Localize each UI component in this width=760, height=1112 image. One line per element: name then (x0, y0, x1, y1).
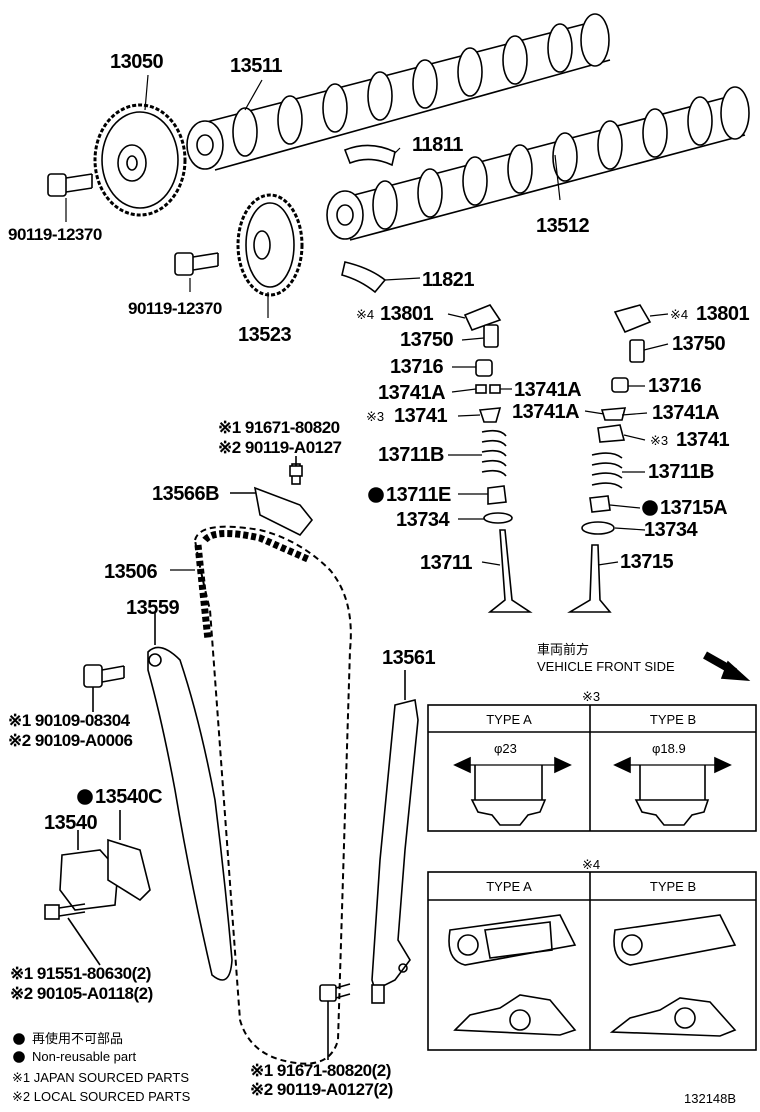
part-label-guide-bolt-1: ※1 91671-80820 (218, 418, 340, 437)
table-3-dim-b: φ18.9 (652, 741, 686, 756)
part-label-13734-left: 13734 (396, 509, 450, 531)
bottom-bolt (319, 983, 351, 1060)
guide-bolt-top (289, 456, 303, 477)
table-3-type-b: TYPE B (649, 712, 697, 727)
legend-line-2: Non-reusable part (32, 1049, 137, 1064)
part-label-13540: 13540 (44, 812, 98, 834)
part-label-13715-right: 13715 (620, 551, 674, 573)
bearing-11821 (341, 261, 387, 294)
part-label-13523: 13523 (238, 324, 292, 346)
part-label-13741-left: 13741 (394, 405, 448, 427)
table-3-mark: ※3 (582, 689, 601, 704)
part-label-11821: 11821 (422, 269, 475, 291)
part-label-13711-left: 13711 (420, 552, 473, 574)
chain-guide-13561 (371, 670, 419, 1004)
part-label-13561: 13561 (382, 647, 436, 669)
part-label-tensioner-bolt-1: ※1 91551-80630(2) (10, 964, 151, 983)
legend-line-3: ※1 JAPAN SOURCED PARTS (12, 1070, 190, 1085)
part-label-13801-left: 13801 (380, 303, 434, 325)
part-label-11811: 11811 (412, 134, 463, 156)
part-label-13540c: 13540C (95, 786, 163, 808)
part-label-13741a-right-b: 13741A (652, 402, 720, 424)
bearing-11811 (343, 144, 396, 167)
part-label-pivot-bolt-2: ※2 90109-A0006 (8, 731, 133, 750)
figure-code: 132148B (684, 1091, 737, 1106)
bolt-90119-12370-a (47, 173, 93, 197)
mark-3-left: ※3 (366, 409, 385, 424)
part-label-13734-right: 13734 (644, 519, 698, 541)
camshaft-13512 (326, 86, 750, 241)
part-label-13506: 13506 (104, 561, 158, 583)
part-label-pivot-bolt-1: ※1 90109-08304 (8, 711, 130, 730)
chain-tensioner-13540 (44, 810, 151, 966)
part-label-13715a-right: 13715A (660, 497, 728, 519)
mark-3-right: ※3 (650, 433, 669, 448)
part-label-13716-right: 13716 (648, 375, 702, 397)
vvt-gear-13050 (93, 103, 187, 217)
part-label-13512: 13512 (536, 215, 590, 237)
table-3-dim-a: φ23 (494, 741, 517, 756)
part-label-bolt-90119-12370-a: 90119-12370 (8, 225, 102, 244)
part-label-13559: 13559 (126, 597, 180, 619)
part-label-13801-right: 13801 (696, 303, 750, 325)
part-label-bottom-bolt-1: ※1 91671-80820(2) (250, 1061, 391, 1080)
part-label-13511: 13511 (230, 55, 283, 77)
part-label-13716-left: 13716 (390, 356, 444, 378)
pivot-bolt (83, 664, 125, 712)
part-label-13566b: 13566B (152, 483, 220, 505)
table-4-mark: ※4 (582, 857, 601, 872)
direction-label-en: VEHICLE FRONT SIDE (537, 659, 675, 674)
direction-label-jp: 車両前方 (537, 642, 590, 657)
camshaft-13511 (186, 13, 611, 171)
table-4-type-b: TYPE B (649, 879, 697, 894)
legend-line-1: 再使用不可部品 (32, 1031, 124, 1046)
part-label-bottom-bolt-2: ※2 90119-A0127(2) (250, 1080, 393, 1099)
part-label-13711b-left: 13711B (378, 444, 444, 466)
part-label-13750-right: 13750 (672, 333, 726, 355)
part-label-13711e-left: 13711E (386, 484, 451, 506)
part-label-13741a-right-a: 13741A (512, 401, 580, 423)
table-3-frame (427, 704, 757, 832)
part-label-13741a-left-a: 13741A (378, 382, 446, 404)
table-3-type-a: TYPE A (486, 712, 532, 727)
mark-4-left: ※4 (356, 307, 375, 322)
table-4-frame (427, 871, 757, 1051)
table-4-type-a: TYPE A (486, 879, 532, 894)
exhaust-sprocket-13523 (236, 193, 304, 297)
valvetrain-left (463, 304, 533, 613)
part-label-13750-left: 13750 (400, 329, 454, 351)
mark-4-right: ※4 (670, 307, 689, 322)
tensioner-arm-13559 (147, 612, 233, 981)
part-label-13050: 13050 (110, 51, 164, 73)
part-label-guide-bolt-2: ※2 90119-A0127 (218, 438, 342, 457)
part-label-bolt-90119-12370-b: 90119-12370 (128, 299, 222, 318)
part-label-tensioner-bolt-2: ※2 90105-A0118(2) (10, 984, 153, 1003)
part-label-13741-right: 13741 (676, 429, 730, 451)
valvetrain-right (567, 304, 652, 613)
timing-chain-13506 (193, 525, 352, 1065)
legend-line-4: ※2 LOCAL SOURCED PARTS (12, 1089, 191, 1104)
part-label-13711b-right: 13711B (648, 461, 714, 483)
bolt-90119-12370-b (174, 252, 219, 276)
part-label-13741a-left-b: 13741A (514, 379, 582, 401)
